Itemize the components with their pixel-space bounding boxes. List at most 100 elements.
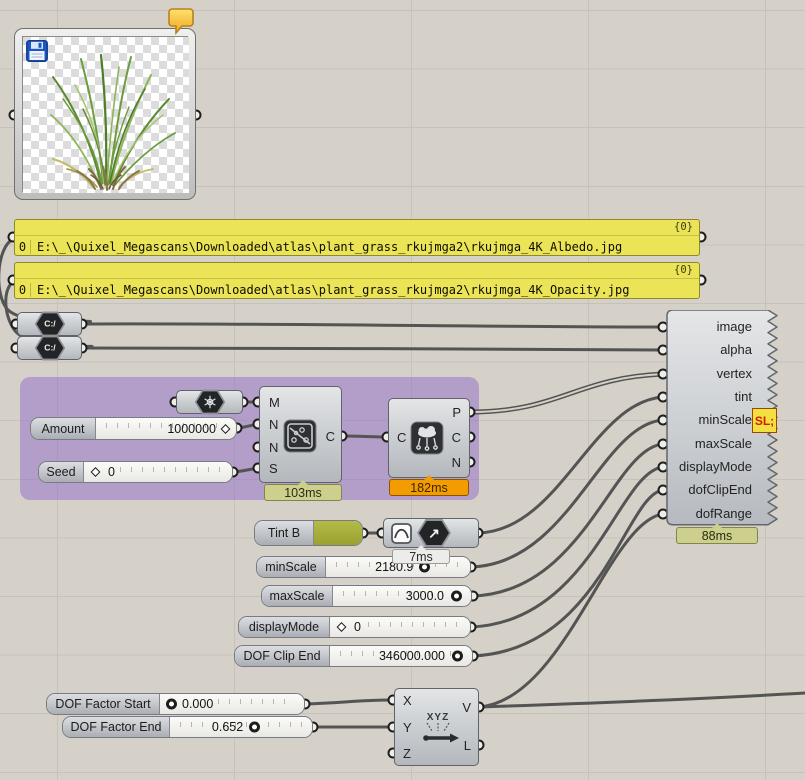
dof-factor-start-slider[interactable]: DOF Factor Start 0.000 [46,693,305,715]
output-label: V [462,700,471,715]
save-icon[interactable] [26,40,48,62]
file-path-icon: C:/ [34,335,65,361]
input-label: S [269,461,278,476]
slider-name[interactable]: DOF Factor End [63,717,170,737]
slider-knob[interactable] [166,698,177,710]
slider-name[interactable]: minScale [257,557,326,577]
image-preview-frame[interactable] [14,28,196,200]
slider-value: 0 [108,465,115,479]
input-label: M [269,395,280,410]
dof-clip-end-slider[interactable]: DOF Clip End 346000.000 [234,645,473,667]
output-label: N [451,455,461,470]
slider-track[interactable]: 346000.000 [330,646,472,666]
script-node[interactable]: image alpha vertex tint minScale maxScal… [664,310,790,526]
slider-name[interactable]: DOF Factor Start [47,694,160,714]
output-label: C [325,429,335,444]
slider-name[interactable]: Seed [39,462,84,482]
wire-path1-panel1[interactable] [0,237,93,326]
wire-graph-tint[interactable] [476,395,665,535]
wire-path1-image[interactable] [80,322,665,329]
file-path-node-albedo[interactable]: C:/ [17,311,82,337]
input-label: Z [403,746,411,761]
slider-ticks [106,423,226,428]
panel-albedo-path[interactable]: {0} 0 E:\_\Quixel_Megascans\Downloaded\a… [14,219,700,256]
file-path-icon: C:/ [34,311,65,337]
slider-knob[interactable] [451,590,462,602]
panel-tree-badge: {0} [674,221,693,233]
wire-displaymode[interactable] [469,465,665,629]
input-label: C [397,430,407,445]
seed-slider[interactable]: Seed 0 [38,461,233,483]
maxscale-slider[interactable]: maxScale 3000.0 [261,585,472,607]
vector-xyz-node[interactable]: X Y Z V L XYZ [394,688,479,766]
slider-track[interactable]: 1000000 [96,418,236,439]
wire-maxscale[interactable] [471,442,665,598]
input-label: N [269,417,279,432]
snowflake-icon [194,389,225,415]
wire-minscale[interactable] [469,418,665,569]
mesh-settings-node[interactable] [176,389,243,415]
vector-xyz-icon: XYZ [423,712,459,743]
graph-arrow-node[interactable]: ↗ [383,518,479,548]
wire-dofstart-x[interactable] [303,698,395,706]
output-label: P [452,405,461,420]
slider-ticks [120,467,222,472]
slider-knob[interactable] [90,467,101,477]
displaymode-slider[interactable]: displayMode 0 [238,616,471,638]
slider-value: 3000.0 [405,589,444,603]
populate-icon [283,419,317,453]
slider-name[interactable]: DOF Clip End [235,646,330,666]
input-label: dofClipEnd [688,482,752,497]
file-path-node-opacity[interactable]: C:/ [17,335,82,361]
runtime-tag: 88ms [676,523,758,544]
input-label: displayMode [679,459,752,474]
output-label: C [451,430,461,445]
slider-value: 1000000 [167,421,216,436]
panel-row-index: 0 [15,282,31,297]
image-preview-content [22,36,189,193]
wire-v-right[interactable] [477,691,805,709]
input-label: image [716,319,752,334]
panel-path-text: E:\_\Quixel_Megascans\Downloaded\atlas\p… [37,239,623,254]
color-swatch[interactable] [314,521,362,545]
slider-track[interactable]: 0 [84,462,232,482]
tint-b-swatch[interactable]: Tint B [254,520,363,546]
output-label: L [463,738,471,753]
input-label: alpha [720,342,752,357]
slider-name[interactable]: Amount [31,418,96,439]
proximity-node[interactable]: C P C N [388,398,470,478]
input-label: maxScale [694,436,752,451]
script-language-icon: SL; [752,408,777,433]
slider-name[interactable]: maxScale [262,586,333,606]
slider-track[interactable]: 3000.0 [333,586,471,606]
wire-v-dofrange[interactable] [477,512,665,709]
swatch-name[interactable]: Tint B [255,521,314,545]
input-label: X [403,693,412,708]
dof-factor-end-slider[interactable]: DOF Factor End 0.652 [62,716,313,738]
balloon-marker-icon[interactable] [168,7,196,37]
wire-dofclipend[interactable] [471,488,665,658]
slider-track[interactable]: 0.000 [160,694,304,714]
wire-path2-alpha[interactable] [80,346,665,352]
panel-path-text: E:\_\Quixel_Megascans\Downloaded\atlas\p… [37,282,630,297]
slider-knob[interactable] [249,721,261,733]
svg-text:XYZ: XYZ [427,712,449,723]
slider-knob[interactable] [452,650,463,662]
populate-geometry-node[interactable]: M N N S C [259,386,342,483]
slider-ticks [368,622,460,627]
runtime-tag: 103ms [264,480,342,501]
slider-track[interactable]: 0 [330,617,470,637]
slider-ticks [336,562,460,567]
slider-knob[interactable] [336,622,347,632]
runtime-tag: 7ms [392,545,450,564]
slider-value: 346000.000 [378,649,445,663]
amount-slider[interactable]: Amount 1000000 [30,417,237,440]
input-label: vertex [716,366,752,381]
slider-name[interactable]: displayMode [239,617,330,637]
graph-curve-icon [391,522,412,544]
panel-opacity-path[interactable]: {0} 0 E:\_\Quixel_Megascans\Downloaded\a… [14,262,700,299]
wire-c-c[interactable] [340,434,389,439]
slider-track[interactable]: 0.652 [170,717,312,737]
